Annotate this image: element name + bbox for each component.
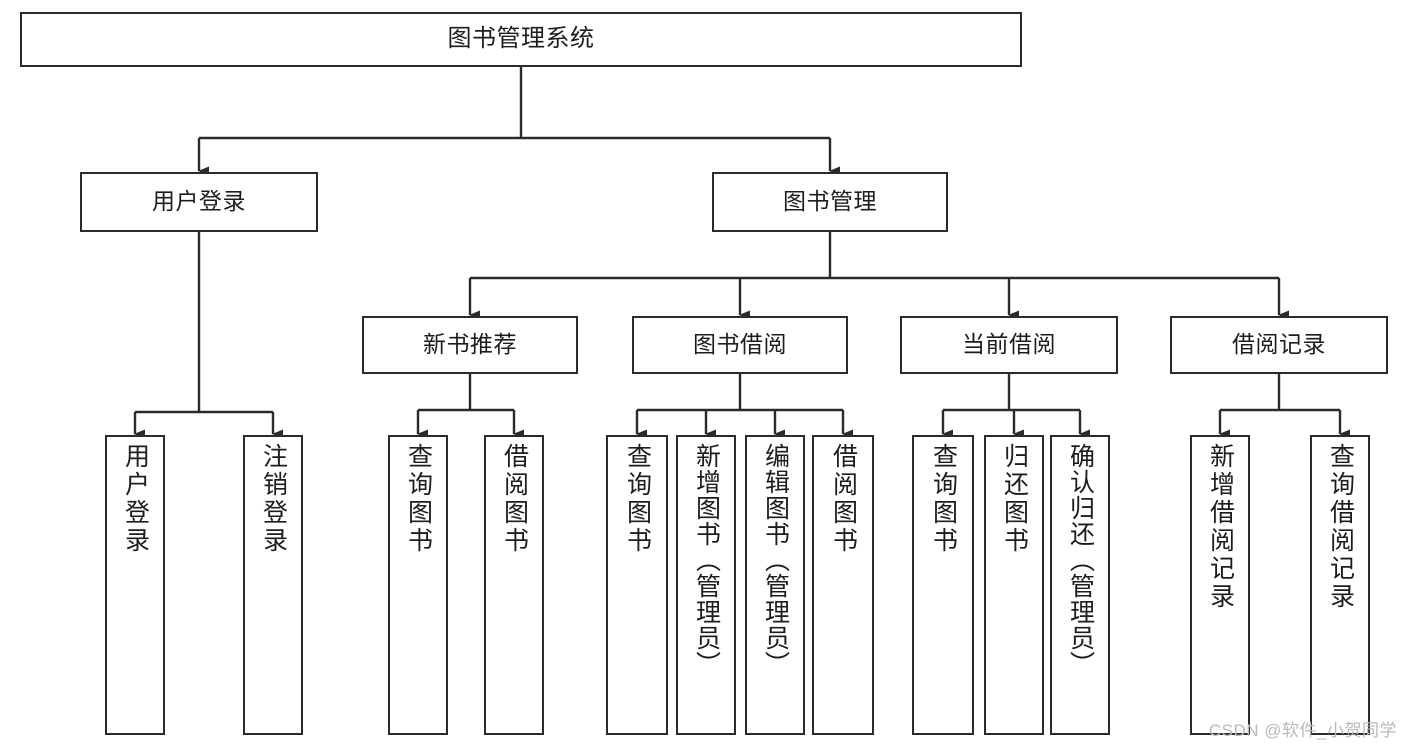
node-leaf-confirm-return-label: 确认归还（管理员） (1066, 443, 1095, 677)
node-leaf-user-login[interactable]: 用户登录 (105, 435, 165, 735)
node-leaf-return-book-label: 归还图书 (1000, 443, 1029, 555)
node-book-borrow-label: 图书借阅 (693, 331, 787, 358)
node-new-book-recommend-label: 新书推荐 (423, 331, 517, 358)
node-leaf-add-book-label: 新增图书（管理员） (692, 443, 721, 677)
node-new-book-recommend[interactable]: 新书推荐 (362, 316, 578, 374)
node-leaf-borrow-book-1-label: 借阅图书 (500, 443, 529, 555)
node-leaf-user-logout[interactable]: 注销登录 (243, 435, 303, 735)
node-leaf-confirm-return[interactable]: 确认归还（管理员） (1050, 435, 1110, 735)
node-leaf-user-logout-label: 注销登录 (259, 443, 288, 555)
node-root[interactable]: 图书管理系统 (20, 12, 1022, 67)
node-leaf-add-record-label: 新增借阅记录 (1206, 443, 1235, 611)
node-borrow-record[interactable]: 借阅记录 (1170, 316, 1388, 374)
node-leaf-query-book-3[interactable]: 查询图书 (912, 435, 974, 735)
node-borrow-record-label: 借阅记录 (1232, 331, 1326, 358)
node-leaf-edit-book[interactable]: 编辑图书（管理员） (745, 435, 805, 735)
node-leaf-borrow-book-2[interactable]: 借阅图书 (812, 435, 874, 735)
node-leaf-query-record[interactable]: 查询借阅记录 (1310, 435, 1370, 735)
node-leaf-add-book[interactable]: 新增图书（管理员） (676, 435, 736, 735)
node-book-borrow[interactable]: 图书借阅 (632, 316, 848, 374)
node-leaf-query-record-label: 查询借阅记录 (1326, 443, 1355, 611)
watermark-text: CSDN @软件_小贺同学 (1208, 721, 1397, 740)
node-root-label: 图书管理系统 (447, 25, 595, 53)
node-leaf-user-login-label: 用户登录 (121, 443, 150, 555)
node-leaf-borrow-book-1[interactable]: 借阅图书 (484, 435, 544, 735)
node-book-manage-label: 图书管理 (783, 188, 877, 215)
node-book-manage[interactable]: 图书管理 (712, 172, 948, 232)
node-leaf-query-book-1-label: 查询图书 (404, 443, 433, 555)
node-leaf-borrow-book-2-label: 借阅图书 (829, 443, 858, 555)
node-user-login-label: 用户登录 (152, 188, 246, 215)
node-leaf-query-book-1[interactable]: 查询图书 (388, 435, 448, 735)
node-current-borrow-label: 当前借阅 (962, 331, 1056, 358)
node-current-borrow[interactable]: 当前借阅 (900, 316, 1118, 374)
node-leaf-edit-book-label: 编辑图书（管理员） (761, 443, 790, 677)
node-leaf-return-book[interactable]: 归还图书 (984, 435, 1044, 735)
node-leaf-add-record[interactable]: 新增借阅记录 (1190, 435, 1250, 735)
node-leaf-query-book-3-label: 查询图书 (929, 443, 958, 555)
node-leaf-query-book-2-label: 查询图书 (623, 443, 652, 555)
node-leaf-query-book-2[interactable]: 查询图书 (606, 435, 668, 735)
node-user-login[interactable]: 用户登录 (80, 172, 318, 232)
